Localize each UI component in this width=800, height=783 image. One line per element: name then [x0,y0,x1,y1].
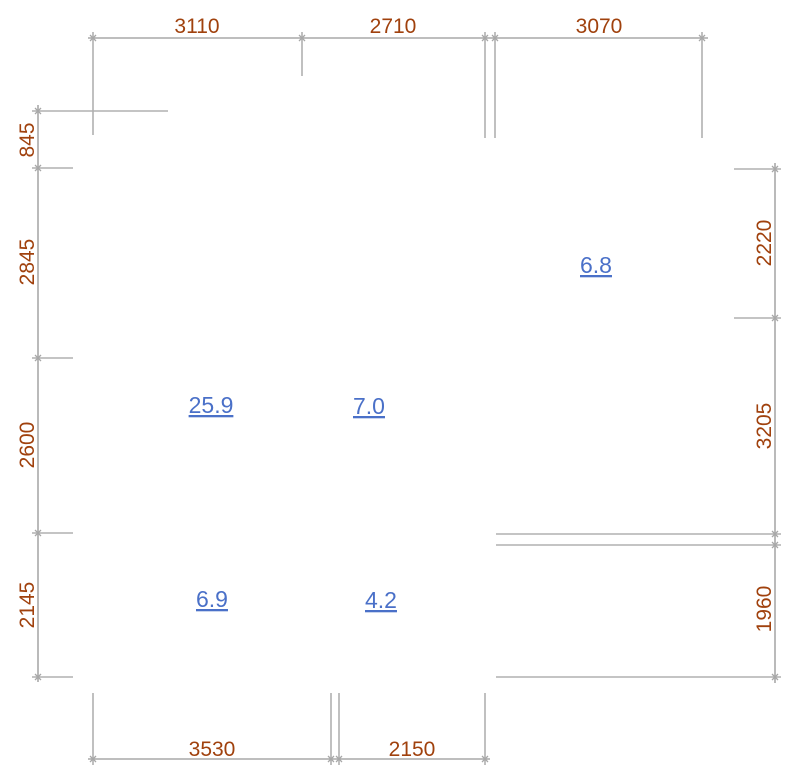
room-area-label[interactable]: 25.9 [189,392,234,418]
left-dimension-chain: 845 2845 2600 2145 [16,105,168,682]
dimension-label-left-3: 2600 [16,422,39,469]
room-area-labels: 25.9 7.0 6.8 6.9 4.2 [189,252,612,613]
room-area-label[interactable]: 6.9 [196,586,228,612]
dimension-tick [34,354,42,362]
dimension-tick [481,34,489,42]
bottom-dimension-chain: 3530 2150 [88,693,490,765]
right-dimension-chain: 2220 3205 1960 [496,163,781,683]
dimension-tick [335,755,343,763]
dimension-tick [298,34,306,42]
dimension-label-left-4: 2145 [16,582,39,629]
dimension-label-top-3: 3070 [576,15,623,38]
dimension-tick [698,34,706,42]
dimension-tick [481,755,489,763]
dimension-label-bottom-1: 3530 [189,738,236,761]
dimension-tick [89,755,97,763]
top-dimension-chain: 3110 2710 3070 [88,15,708,138]
dimension-label-top-2: 2710 [370,15,417,38]
dimension-tick [34,164,42,172]
dimension-label-right-2: 3205 [753,403,776,450]
dimension-tick [34,529,42,537]
room-area-label[interactable]: 4.2 [365,587,397,613]
dimension-label-top-1: 3110 [174,15,219,38]
dimension-label-right-3: 1960 [753,586,776,633]
dimension-tick [34,107,42,115]
dimension-tick [771,165,779,173]
room-area-label[interactable]: 6.8 [580,252,612,278]
dimension-tick [771,530,779,538]
dimension-label-left-2: 2845 [16,239,39,286]
dimension-tick [771,673,779,681]
dimension-tick [327,755,335,763]
dimension-tick [89,34,97,42]
dimension-label-bottom-2: 2150 [389,738,436,761]
dimension-label-right-1: 2220 [753,220,776,267]
room-area-label[interactable]: 7.0 [353,393,385,419]
dimension-tick [771,314,779,322]
dimension-tick [491,34,499,42]
dimension-tick [34,673,42,681]
dimension-tick [771,541,779,549]
dimension-tick-marks [34,34,779,763]
dimension-label-left-1: 845 [16,122,39,157]
